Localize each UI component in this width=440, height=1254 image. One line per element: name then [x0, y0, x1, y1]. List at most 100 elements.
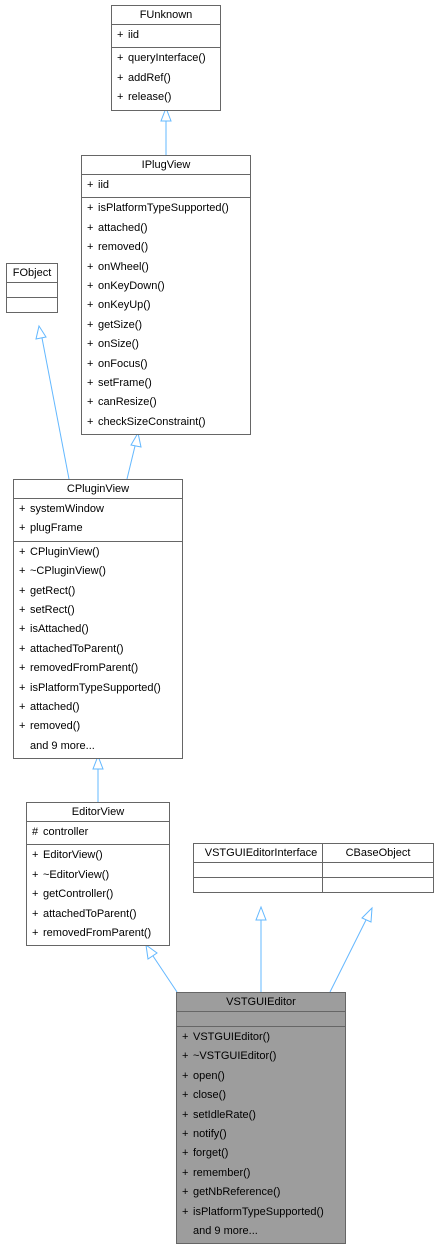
method-row[interactable]: +setIdleRate()	[177, 1106, 345, 1125]
method-row[interactable]: +onKeyUp()	[82, 296, 250, 315]
class-title: EditorView	[27, 803, 169, 822]
visibility-marker: +	[19, 642, 26, 655]
class-title: FUnknown	[112, 6, 220, 25]
method-row[interactable]: +setRect()	[14, 601, 182, 620]
attribute-row[interactable]: +iid	[112, 26, 220, 45]
method-row[interactable]: +~VSTGUIEditor()	[177, 1047, 345, 1066]
edge-editorview-cpluginview	[92, 754, 104, 802]
method-row[interactable]: and 9 more...	[14, 737, 182, 756]
method-row[interactable]: +onWheel()	[82, 258, 250, 277]
method-row[interactable]: +open()	[177, 1067, 345, 1086]
method-row[interactable]: +isPlatformTypeSupported()	[14, 679, 182, 698]
attribute-row[interactable]: #controller	[27, 823, 169, 842]
method-row[interactable]: +isAttached()	[14, 620, 182, 639]
method-name: notify()	[193, 1127, 227, 1140]
class-box-iplugview[interactable]: IPlugView+iid+isPlatformTypeSupported()+…	[81, 155, 251, 436]
method-row[interactable]: +attached()	[82, 219, 250, 238]
method-row[interactable]: +queryInterface()	[112, 49, 220, 68]
method-name: onKeyDown()	[98, 279, 165, 292]
method-row[interactable]: + attachedToParent()	[14, 640, 182, 659]
method-row[interactable]: +notify()	[177, 1125, 345, 1144]
method-row[interactable]: +onSize()	[82, 335, 250, 354]
attribute-row[interactable]: +plugFrame	[14, 519, 182, 538]
visibility-marker: +	[117, 52, 124, 65]
visibility-marker: +	[19, 603, 26, 616]
method-name: onKeyUp()	[98, 299, 151, 312]
method-name: checkSizeConstraint()	[98, 415, 206, 428]
methods-section: +VSTGUIEditor()+~VSTGUIEditor()+open()+c…	[177, 1027, 345, 1243]
method-name: attached()	[98, 221, 148, 234]
class-box-cpluginview[interactable]: CPluginView+systemWindow+plugFrame+CPlug…	[13, 479, 183, 760]
edge-vstguieditor-vstguieditorinterface	[255, 905, 267, 992]
visibility-marker: +	[19, 681, 26, 694]
visibility-marker: +	[87, 279, 94, 292]
method-row[interactable]: +isPlatformTypeSupported()	[177, 1203, 345, 1222]
method-row[interactable]: +getSize()	[82, 316, 250, 335]
method-row[interactable]: +getController()	[27, 885, 169, 904]
class-title: VSTGUIEditorInterface	[194, 844, 328, 863]
method-row[interactable]: +~CPluginView()	[14, 562, 182, 581]
method-row[interactable]: +forget()	[177, 1144, 345, 1163]
method-row[interactable]: +removedFromParent()	[14, 659, 182, 678]
class-box-funknown[interactable]: FUnknown+iid+queryInterface()+addRef()+r…	[111, 5, 221, 111]
method-name: onFocus()	[98, 357, 148, 370]
attribute-row[interactable]: +iid	[82, 176, 250, 195]
class-box-vstguieditorinterface[interactable]: VSTGUIEditorInterface	[193, 843, 329, 893]
edge-vstguieditor-editorview	[145, 943, 178, 993]
method-row[interactable]: +attached()	[14, 698, 182, 717]
method-row[interactable]: + onKeyDown()	[82, 277, 250, 296]
method-row[interactable]: + checkSizeConstraint()	[82, 413, 250, 432]
method-row[interactable]: +close()	[177, 1086, 345, 1105]
method-row[interactable]: + EditorView()	[27, 846, 169, 865]
method-row[interactable]: +getRect()	[14, 582, 182, 601]
attribute-name: systemWindow	[30, 503, 104, 515]
attributes-section: +systemWindow+plugFrame	[14, 499, 182, 542]
method-name: isPlatformTypeSupported()	[193, 1205, 324, 1218]
method-row[interactable]: +attachedToParent()	[27, 905, 169, 924]
methods-section	[194, 878, 328, 892]
attributes-section: +iid	[112, 25, 220, 49]
attribute-name: controller	[43, 826, 89, 838]
attributes-section	[194, 863, 328, 878]
method-row[interactable]: +CPluginView()	[14, 543, 182, 562]
method-row[interactable]: +setFrame()	[82, 374, 250, 393]
method-row[interactable]: +removed()	[82, 238, 250, 257]
visibility-marker: +	[19, 623, 26, 636]
class-title: FObject	[7, 264, 57, 283]
method-name: release()	[128, 91, 172, 104]
visibility-marker: +	[19, 720, 26, 733]
visibility-marker: +	[19, 522, 26, 535]
attributes-section	[177, 1012, 345, 1027]
method-row[interactable]: +remember()	[177, 1164, 345, 1183]
method-row[interactable]: +canResize()	[82, 393, 250, 412]
method-row[interactable]: +addRef()	[112, 69, 220, 88]
methods-section: +CPluginView()+~CPluginView()+getRect()+…	[14, 542, 182, 758]
method-name: removed()	[98, 241, 149, 254]
method-name: getNbReference()	[193, 1186, 281, 1199]
method-name: attachedToParent()	[30, 642, 124, 655]
method-row[interactable]: +onFocus()	[82, 355, 250, 374]
method-name: EditorView()	[43, 849, 103, 862]
method-row[interactable]: +release()	[112, 88, 220, 107]
method-row[interactable]: +removed()	[14, 717, 182, 736]
class-box-cbaseobject[interactable]: CBaseObject	[322, 843, 434, 893]
attribute-row[interactable]: +systemWindow	[14, 500, 182, 519]
class-box-fobject[interactable]: FObject	[6, 263, 58, 313]
method-row[interactable]: +VSTGUIEditor()	[177, 1028, 345, 1047]
method-row[interactable]: +getNbReference()	[177, 1183, 345, 1202]
edge-iplugview-funknown	[160, 106, 172, 155]
visibility-marker: +	[32, 849, 39, 862]
method-row[interactable]: +removedFromParent()	[27, 924, 169, 943]
method-row[interactable]: and 9 more...	[177, 1222, 345, 1241]
visibility-marker: +	[87, 415, 94, 428]
edge-cpluginview-iplugview	[126, 431, 142, 480]
class-box-vstguieditor[interactable]: VSTGUIEditor +VSTGUIEditor()+~VSTGUIEdito…	[176, 992, 346, 1245]
method-row[interactable]: +isPlatformTypeSupported()	[82, 199, 250, 218]
visibility-marker: +	[19, 565, 26, 578]
class-box-editorview[interactable]: EditorView#controller + EditorView() +~Edit…	[26, 802, 170, 947]
methods-section: +queryInterface()+addRef()+release()	[112, 48, 220, 109]
method-row[interactable]: +~EditorView()	[27, 866, 169, 885]
visibility-marker: +	[182, 1031, 189, 1043]
class-title: VSTGUIEditor	[177, 993, 345, 1012]
